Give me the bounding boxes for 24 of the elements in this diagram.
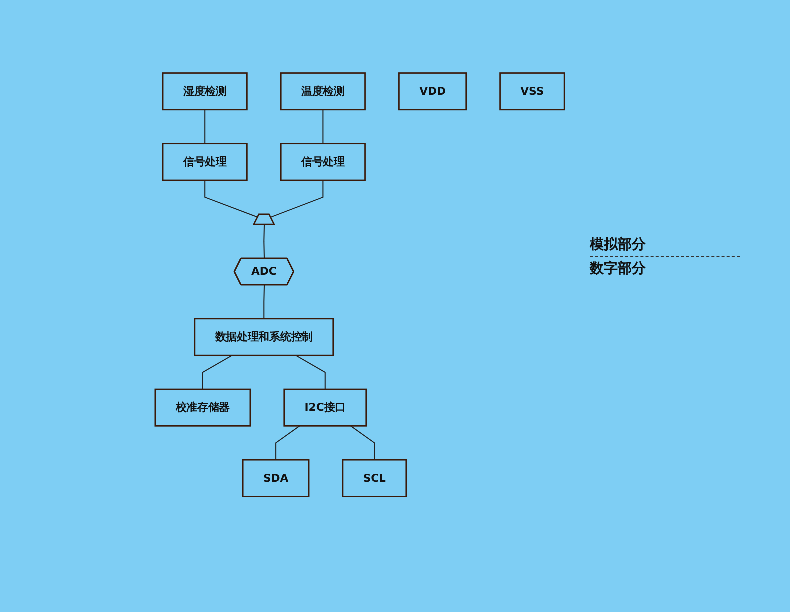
section-label: 数字部分 [590,260,646,278]
connector [264,285,265,319]
connector [270,180,324,218]
connector [296,355,326,390]
connector [204,110,206,144]
node-trapezoid [252,214,276,226]
node-box: SCL [342,459,408,498]
node-box: 校准存储器 [154,388,252,427]
connector [276,426,300,460]
node-box: 温度检测 [280,72,366,111]
node-box: SDA [242,459,310,498]
node-box: VSS [500,72,566,111]
node-box: 湿度检测 [162,72,248,111]
node-box: 数据处理和系统控制 [194,318,334,356]
connector [204,180,258,218]
node-box: 信号处理 [162,143,248,182]
section-label: 模拟部分 [590,236,646,254]
node-box: VDD [398,72,468,111]
connector [264,224,265,259]
connector [202,355,233,390]
node-box: 信号处理 [280,143,366,182]
connector [350,426,376,460]
connector [322,110,324,144]
node-box: I2C接口 [284,388,368,427]
